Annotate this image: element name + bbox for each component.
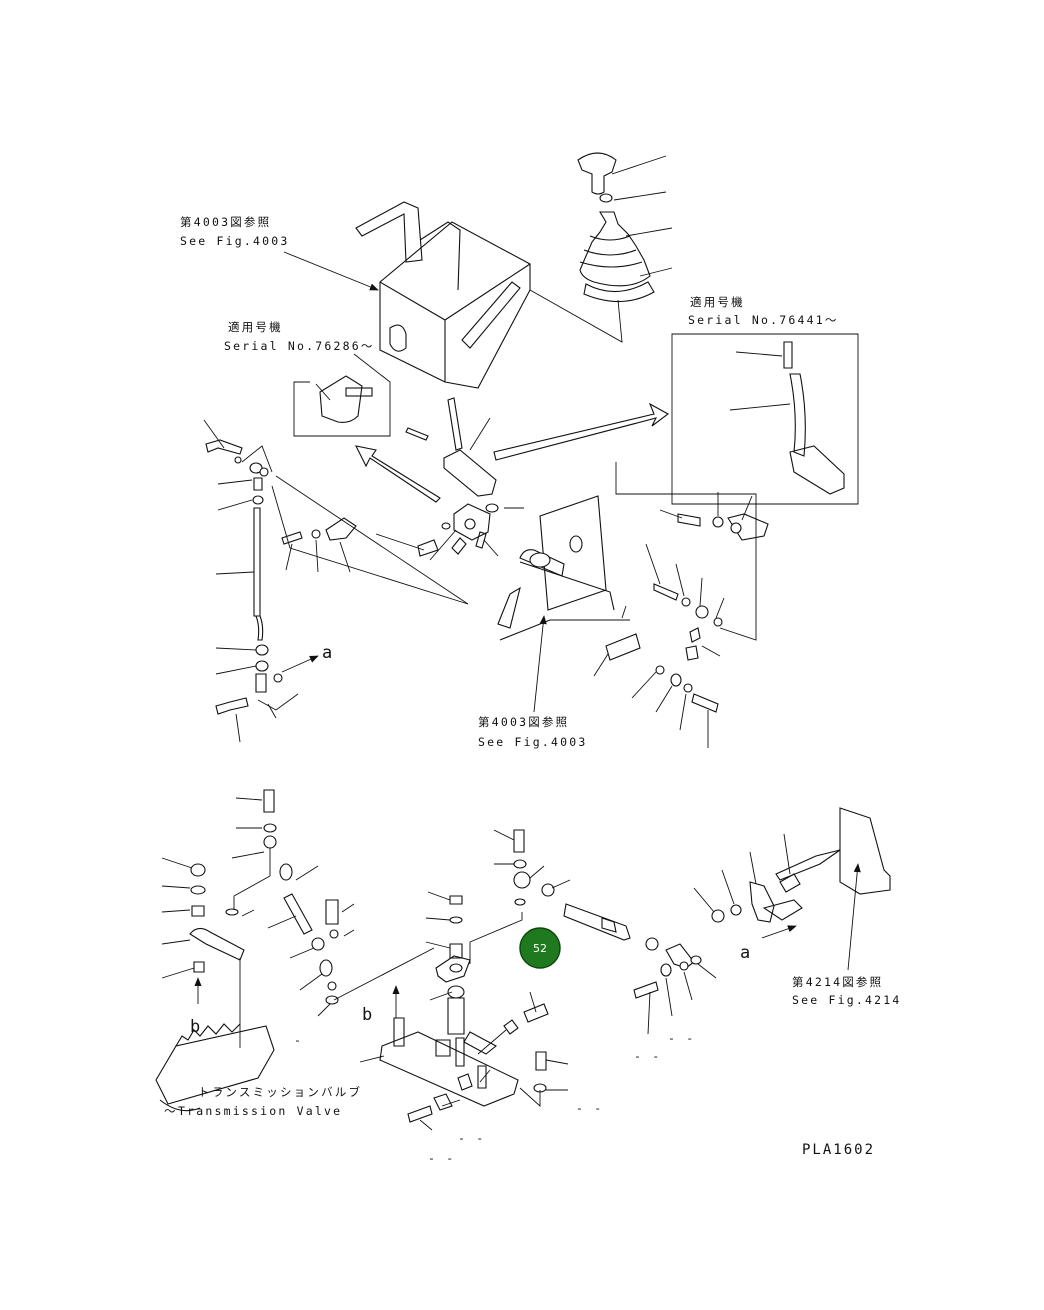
callout-fig4003-mid: 第4003図参照 See Fig.4003 — [478, 615, 587, 749]
lower-left-cluster: b — [161, 789, 435, 1048]
callout-fig4003-top-en: See Fig.4003 — [180, 234, 289, 248]
console-box — [355, 201, 531, 389]
lower-center-rod — [469, 829, 717, 1035]
hollow-arrows — [355, 402, 670, 503]
marker-b-left: b — [190, 1017, 200, 1037]
diagram-code: PLA1602 — [802, 1142, 875, 1158]
callout-fig4003-mid-en: See Fig.4003 — [478, 735, 587, 749]
central-linkage — [375, 397, 524, 561]
svg-text:- -: - - — [428, 1151, 455, 1165]
callout-fig4003-top-jp: 第4003図参照 — [180, 215, 271, 229]
marker-a-upper: a — [322, 643, 332, 663]
svg-text:～: ～ — [164, 1104, 178, 1118]
transmission-valve-en: Transmission Valve — [178, 1104, 342, 1118]
shift-boot — [529, 211, 655, 343]
inset-serial-76441: 適用号機 Serial No.76441～ — [671, 295, 859, 505]
callout-fig4003-mid-jp: 第4003図参照 — [478, 715, 569, 729]
svg-text:- -: - - — [634, 1049, 661, 1063]
marker-b-mid: b — [362, 1005, 372, 1025]
right-linkage-upper — [593, 492, 769, 748]
dash-marks: - - - - - - - - - - - — [294, 1031, 695, 1165]
svg-text:-: - — [294, 1033, 303, 1047]
callout-fig4214-en: See Fig.4214 — [792, 993, 901, 1007]
callout-fig4214-jp: 第4214図参照 — [792, 975, 883, 989]
inset1-title-en: Serial No.76286～ — [224, 339, 375, 353]
svg-text:- -: - - — [458, 1131, 485, 1145]
part-badge-label[interactable]: 52 — [533, 942, 547, 955]
shift-knob — [577, 152, 617, 203]
bracket-plate — [271, 462, 757, 641]
inset2-title-en: Serial No.76441～ — [688, 313, 839, 327]
lower-middle-bracket: b — [359, 891, 569, 1131]
svg-text:- -: - - — [576, 1101, 603, 1115]
transmission-valve: トランスミッションバルブ Transmission Valve ～ — [155, 1023, 362, 1118]
callout-fig4003-top: 第4003図参照 See Fig.4003 — [180, 215, 379, 291]
part-badge[interactable]: 52 — [519, 927, 561, 969]
part-badge-circle[interactable] — [519, 927, 561, 969]
lower-right-assembly: a 第4214図参照 See Fig.4214 — [693, 807, 901, 1007]
transmission-valve-jp: トランスミッションバルブ — [198, 1085, 362, 1099]
svg-text:- -: - - — [668, 1031, 695, 1045]
leader-lines-top — [611, 155, 673, 277]
inset2-title-jp: 適用号機 — [690, 295, 745, 309]
inset-serial-76286: 適用号機 Serial No.76286～ — [224, 320, 391, 437]
left-rod-assembly: a — [203, 419, 469, 743]
inset1-title-jp: 適用号機 — [228, 320, 283, 334]
marker-a-lower: a — [740, 943, 750, 963]
